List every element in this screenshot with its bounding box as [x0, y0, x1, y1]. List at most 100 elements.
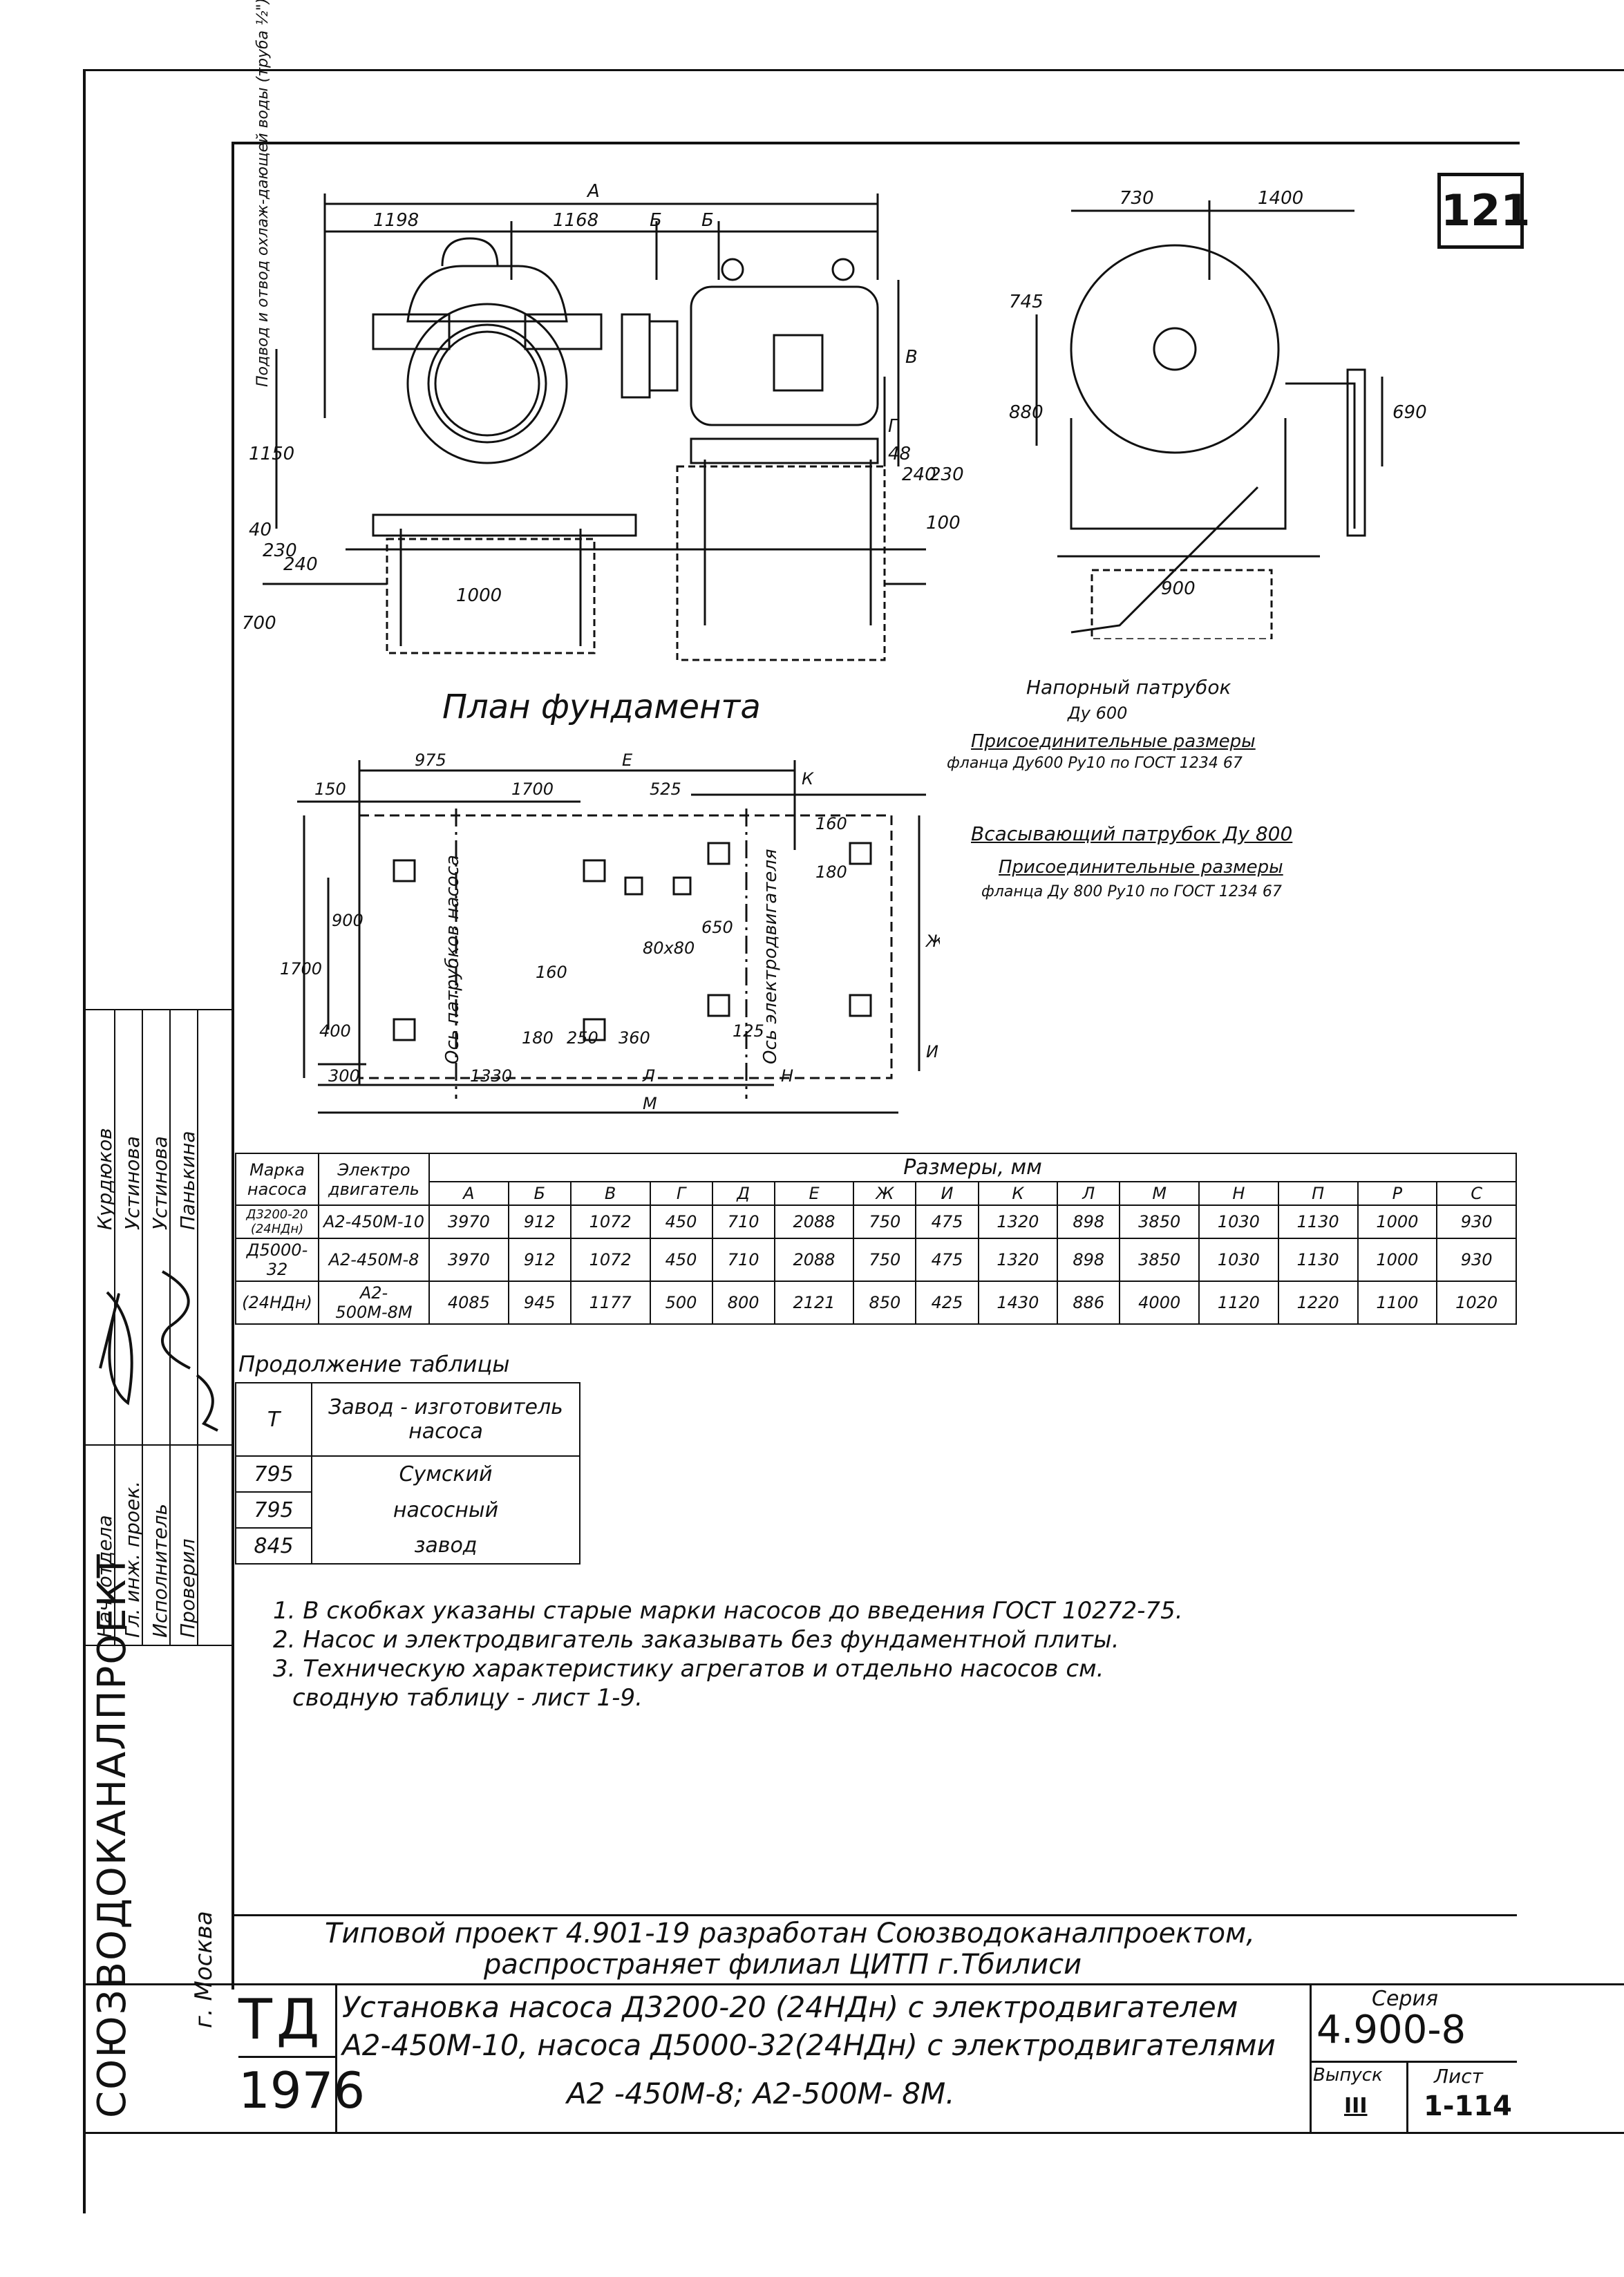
dim-730: 730 — [1120, 188, 1154, 209]
series-bottom-line — [1310, 2061, 1517, 2063]
header-sizes: Размеры, мм — [428, 1153, 1517, 1182]
dim-M: М — [643, 1094, 657, 1113]
cell: 3850 — [1119, 1204, 1200, 1239]
title-line-1: Установка насоса Д3200-20 (24НДн) с элек… — [342, 1990, 1238, 2024]
dim-240b: 240 — [902, 464, 936, 485]
dim-150: 150 — [314, 780, 346, 799]
cell: 898 — [1057, 1204, 1121, 1239]
issue-divider — [1406, 2061, 1408, 2132]
cell: 475 — [915, 1238, 979, 1282]
notes-block: 1. В скобках указаны старые марки насосо… — [273, 1596, 1183, 1712]
axis-motor-label: Ось электродвигателя — [760, 849, 781, 1064]
dim-1700: 1700 — [511, 780, 554, 799]
col-header: А — [428, 1181, 509, 1206]
dim-1330: 1330 — [470, 1066, 512, 1086]
dim-900-side: 900 — [1161, 578, 1196, 599]
table-columns-row: А Б В Г Д Е Ж И К Л М Н П Р С — [236, 1181, 1517, 1206]
note-1: 1. В скобках указаны старые марки насосо… — [273, 1597, 1183, 1625]
cell: 1120 — [1198, 1281, 1279, 1325]
elevation-drawing: А 1198 1168 Б Б В Г 1150 40 230 240 700 … — [242, 181, 964, 661]
dim-250: 250 — [567, 1028, 598, 1048]
dim-650: 650 — [701, 918, 733, 937]
cell: 3970 — [428, 1204, 509, 1239]
col-header: Р — [1357, 1181, 1438, 1206]
dim-100: 100 — [926, 513, 961, 533]
sheet-number: 121 — [1437, 173, 1530, 249]
cell: 3850 — [1119, 1238, 1200, 1282]
dim-A: А — [586, 181, 600, 202]
project-line-2: распространяет филиал ЦИТП г.Тбилиси — [484, 1949, 1082, 1981]
dim-40: 40 — [249, 520, 272, 540]
td-mark: ТД — [238, 1987, 324, 2052]
cell: 930 — [1436, 1204, 1517, 1239]
callout-connect-dims-2: Присоединительные размеры — [999, 857, 1283, 878]
title-line-3: А2 -450М-8; А2-500М- 8М. — [567, 2077, 955, 2110]
cell: 886 — [1057, 1281, 1121, 1325]
continuation-title: Продолжение таблицы — [238, 1351, 510, 1377]
cell: 850 — [853, 1281, 917, 1325]
col-header: И — [915, 1181, 979, 1206]
stamp-mid-line — [83, 1444, 232, 1446]
city-name: г. Москва — [190, 1911, 218, 2028]
table-row: Д3200-20 (24НДн) А2-450М-10 3970 912 107… — [235, 1204, 1517, 1239]
foundation-plan: 975 Е К 150 1700 525 160 900 1700 400 65… — [280, 750, 940, 1114]
cell-t: 795 — [235, 1491, 312, 1529]
col-header: Г — [649, 1181, 713, 1206]
dim-N: Н — [781, 1066, 793, 1086]
bottom-frame-line-2 — [83, 2132, 1624, 2134]
cell-t: 845 — [235, 1527, 312, 1565]
callout-pressure-nozzle: Напорный патрубок — [1026, 676, 1231, 699]
cell-factory: завод — [311, 1528, 580, 1565]
cell: 750 — [853, 1204, 917, 1239]
cell: 1100 — [1357, 1281, 1438, 1325]
cell: 1220 — [1277, 1281, 1359, 1325]
signatures — [99, 1270, 218, 1432]
col-header: В — [569, 1181, 651, 1206]
cell: 1320 — [977, 1204, 1059, 1239]
issue-label: Выпуск — [1313, 2065, 1383, 2086]
cell: 898 — [1057, 1238, 1121, 1282]
cell: 1000 — [1357, 1238, 1438, 1282]
cell: 1130 — [1277, 1204, 1359, 1239]
dim-1400: 1400 — [1258, 188, 1303, 209]
col-header: П — [1277, 1181, 1359, 1206]
cell: 710 — [711, 1204, 775, 1239]
cell: 1030 — [1198, 1204, 1279, 1239]
continuation-table: Т Завод - изготовитель насоса 795 Сумски… — [235, 1382, 580, 1565]
stamp-role-3: Исполнитель — [149, 1503, 171, 1638]
table-row: Д5000-32 А2-450М-8 3970 912 1072 450 710… — [235, 1238, 1517, 1282]
cell: 1130 — [1277, 1238, 1359, 1282]
stamp-name-3: Устинова — [149, 1135, 171, 1230]
dim-240: 240 — [283, 554, 318, 575]
dim-Zh: Ж — [925, 932, 940, 951]
cell-motor: А2-500М-8М — [318, 1281, 430, 1325]
td-right-line — [335, 1983, 337, 2132]
cell: 4000 — [1119, 1281, 1200, 1325]
dim-360: 360 — [619, 1028, 650, 1048]
dim-160b: 160 — [536, 963, 567, 982]
callout-pressure-dn: Ду 600 — [1068, 703, 1128, 723]
stamp-border-right — [232, 1009, 234, 1985]
dimensions-table: Марка насоса Электро двигатель Размеры, … — [235, 1153, 1517, 1325]
title-top-line — [232, 1914, 1517, 1916]
dim-48: 48 — [888, 444, 911, 464]
stamp-low-line — [83, 1645, 232, 1646]
dim-975: 975 — [415, 750, 446, 770]
axis-pump-label: Ось патрубков насоса — [442, 855, 463, 1064]
sheet-value: 1-114 — [1424, 2090, 1512, 2122]
series-value: 4.900-8 — [1316, 2007, 1466, 2052]
dim-L: Л — [642, 1066, 655, 1086]
note-4: сводную таблицу - лист 1-9. — [292, 1684, 643, 1712]
cell: 750 — [853, 1238, 917, 1282]
table-row: 795 Сумский — [235, 1455, 580, 1493]
cell: 2088 — [773, 1238, 855, 1282]
callout-connect-dims-1: Присоединительные размеры — [971, 731, 1256, 752]
dim-E: Е — [622, 750, 633, 770]
dim-K: К — [802, 769, 814, 788]
cell: 2088 — [773, 1204, 855, 1239]
cell: 930 — [1436, 1238, 1517, 1282]
dim-300: 300 — [328, 1066, 360, 1086]
title-line-2: А2-450М-10, насоса Д5000-32(24НДн) с эле… — [342, 2028, 1276, 2062]
callout-flange-800: фланца Ду 800 Ру10 по ГОСТ 1234 67 — [981, 883, 1282, 900]
note-3: 3. Техническую характеристику агрегатов … — [273, 1655, 1104, 1683]
